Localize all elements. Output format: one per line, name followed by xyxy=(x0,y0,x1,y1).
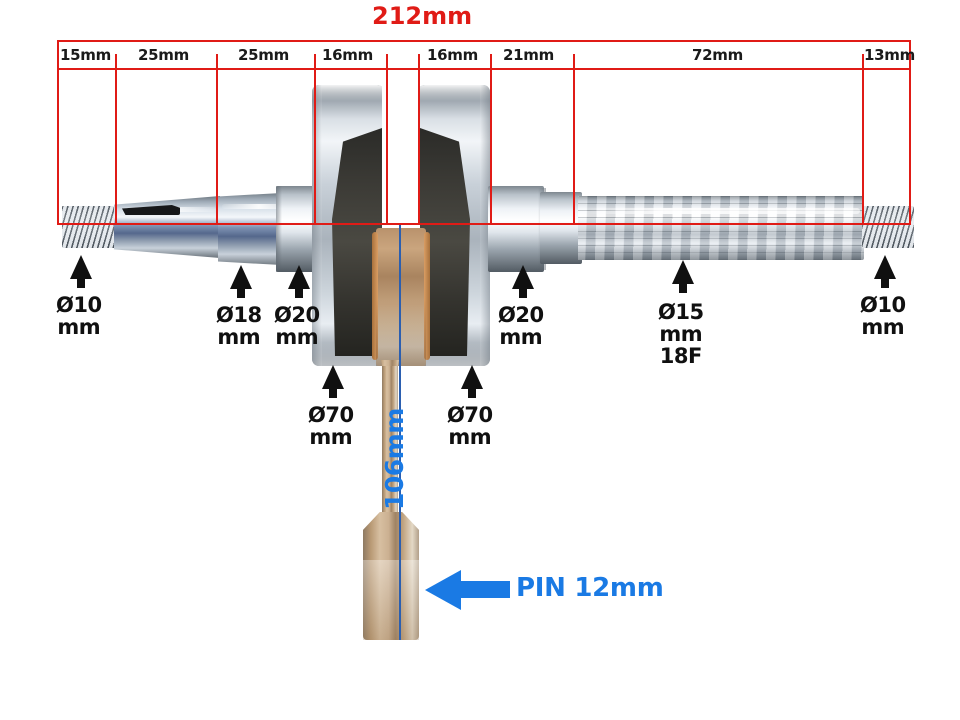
splined-shaft xyxy=(578,196,864,260)
segment-label-25mm-b: 25mm xyxy=(238,46,289,64)
callout-left-journal: Ø20 mm xyxy=(274,303,320,349)
segment-label-16mm-a: 16mm xyxy=(322,46,373,64)
callout-left-thread-line1: Ø10 xyxy=(56,293,102,317)
arrow-stem-right-journal xyxy=(519,284,527,298)
pin-arrow-shaft xyxy=(458,581,510,598)
pin-label: PIN 12mm xyxy=(516,573,664,603)
connecting-rod-shank-body xyxy=(382,366,398,524)
arrow-stem-left-journal xyxy=(295,284,303,298)
callout-left-journal-line1: Ø20 xyxy=(274,303,320,327)
left-threaded-end xyxy=(62,206,116,248)
callout-left-thread: Ø10 mm xyxy=(56,293,102,339)
segment-label-21mm: 21mm xyxy=(503,46,554,64)
crank-web-gap xyxy=(382,78,420,228)
tick-3 xyxy=(314,54,316,225)
callout-left-counterweight-line2: mm xyxy=(309,424,353,449)
arrow-stem-right-thread xyxy=(881,274,889,288)
tick-9 xyxy=(909,40,911,225)
callout-right-thread-line2: mm xyxy=(861,314,905,339)
callout-taper-line1: Ø18 xyxy=(216,303,262,327)
keyway-slot xyxy=(122,205,180,215)
pin-arrow-head-icon xyxy=(425,570,461,610)
tick-7 xyxy=(573,54,575,225)
arrow-stem-spline xyxy=(679,279,687,293)
tick-5 xyxy=(418,54,420,225)
callout-spline-line1: Ø15 xyxy=(658,300,704,324)
callout-right-journal-line1: Ø20 xyxy=(498,303,544,327)
callout-spline: Ø15 mm 18F xyxy=(658,300,704,368)
total-span-line xyxy=(57,40,911,42)
arrow-stem-right-counterweight xyxy=(468,384,476,398)
rod-length-line xyxy=(399,225,401,640)
arrow-stem-left-counterweight xyxy=(329,384,337,398)
arrow-up-icon-spline xyxy=(672,260,694,284)
tick-4 xyxy=(386,54,388,225)
callout-right-counterweight: Ø70 mm xyxy=(447,403,493,449)
rod-length-label: 106mm xyxy=(380,408,409,510)
segment-label-16mm-b: 16mm xyxy=(427,46,478,64)
right-threaded-end xyxy=(862,206,914,248)
connecting-rod-small-end xyxy=(363,512,419,640)
arrow-up-icon-left-journal xyxy=(288,265,310,289)
baseline-line xyxy=(57,223,911,225)
arrow-up-icon-left-counterweight xyxy=(322,365,344,389)
tick-1 xyxy=(115,54,117,225)
tick-0 xyxy=(57,40,59,225)
segment-label-13mm: 13mm xyxy=(864,46,915,64)
callout-right-journal: Ø20 mm xyxy=(498,303,544,349)
callout-left-thread-line2: mm xyxy=(57,314,101,339)
arrow-up-icon-right-thread xyxy=(874,255,896,279)
callout-spline-line3: 18F xyxy=(659,343,703,368)
callout-taper: Ø18 mm xyxy=(216,303,262,349)
segment-label-15mm: 15mm xyxy=(60,46,111,64)
right-shoulder xyxy=(540,192,582,264)
total-length-label: 212mm xyxy=(372,2,473,30)
callout-right-thread: Ø10 mm xyxy=(860,293,906,339)
left-taper-shaft xyxy=(114,196,220,258)
arrow-stem-left-thread xyxy=(77,274,85,288)
right-main-journal xyxy=(488,186,544,272)
tick-8 xyxy=(862,54,864,225)
tick-2 xyxy=(216,54,218,225)
arrow-up-icon-right-journal xyxy=(512,265,534,289)
callout-left-counterweight-line1: Ø70 xyxy=(308,403,354,427)
crank-pin-big-end xyxy=(376,228,426,366)
arrow-up-icon-taper xyxy=(230,265,252,289)
callout-right-counterweight-line2: mm xyxy=(448,424,492,449)
segment-label-25mm-a: 25mm xyxy=(138,46,189,64)
callout-left-journal-line2: mm xyxy=(275,324,319,349)
arrow-stem-taper xyxy=(237,284,245,298)
callout-taper-line2: mm xyxy=(217,324,261,349)
segment-label-72mm: 72mm xyxy=(692,46,743,64)
arrow-up-icon-right-counterweight xyxy=(461,365,483,389)
callout-right-thread-line1: Ø10 xyxy=(860,293,906,317)
callout-spline-line2: mm xyxy=(659,321,703,346)
callout-right-journal-line2: mm xyxy=(499,324,543,349)
arrow-up-icon-left-thread xyxy=(70,255,92,279)
callout-left-counterweight: Ø70 mm xyxy=(308,403,354,449)
tick-6 xyxy=(490,54,492,225)
segment-band-line xyxy=(57,68,911,70)
callout-right-counterweight-line1: Ø70 xyxy=(447,403,493,427)
